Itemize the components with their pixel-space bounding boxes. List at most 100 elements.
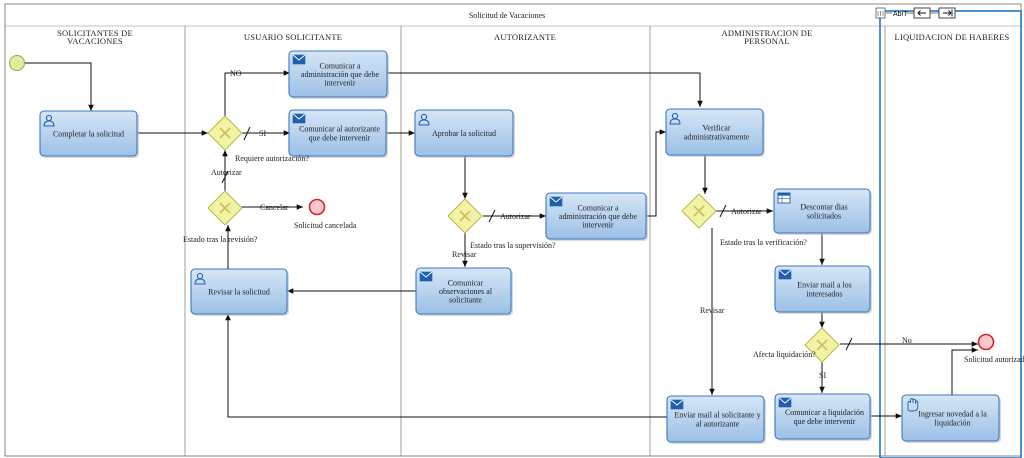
- trash-icon[interactable]: [875, 7, 886, 19]
- text-line: interesados: [807, 289, 843, 298]
- gateway-g-afecta[interactable]: Afecta liquidación?: [753, 327, 840, 363]
- user-icon: [43, 114, 55, 127]
- task-box[interactable]: [190, 268, 288, 315]
- text-line: administrativamente: [684, 132, 750, 141]
- text-line: Enviar mail a los: [797, 281, 851, 290]
- flow-comadmin-verificar: [387, 72, 703, 107]
- gateway-label: Estado tras la revisión?: [183, 235, 258, 244]
- envelope-icon: [292, 113, 306, 124]
- flow-ingresar-end: [951, 347, 978, 395]
- text-line: Comunicar a: [577, 203, 619, 212]
- label-si: SI: [259, 129, 266, 138]
- task-box[interactable]: [39, 110, 138, 157]
- text-line: Completar la solicitud: [53, 130, 124, 139]
- text-line: solicitante: [449, 296, 482, 305]
- envelope-icon: [778, 397, 792, 408]
- hand-icon: [907, 398, 919, 412]
- event-label: Solicitud cancelada: [294, 221, 357, 230]
- envelope-icon: [670, 399, 684, 410]
- text-line: intervenir: [582, 221, 613, 230]
- text-line: que debe intervenir: [794, 417, 856, 426]
- label-revisar: Revisar: [452, 250, 477, 259]
- arrow-left-icon[interactable]: [913, 7, 931, 19]
- task-box[interactable]: [666, 395, 765, 443]
- exclusive-x-icon: [816, 339, 828, 351]
- lane-title: USUARIO SOLICITANTE: [244, 32, 342, 42]
- text-line: Descontar dias: [800, 203, 847, 212]
- text-line: que debe intervenir: [309, 133, 371, 142]
- user-icon: [194, 272, 206, 285]
- table-icon: [777, 192, 791, 204]
- lane-title: LIQUIDACION DE HABERES: [895, 32, 1010, 42]
- exclusive-x-icon: [693, 205, 705, 217]
- text-line: liquidación: [935, 418, 971, 427]
- text-line: Aprobar la solicitud: [432, 129, 496, 138]
- text-line: Comunicar al autorizante: [299, 125, 380, 134]
- label-no: NO: [230, 69, 242, 78]
- task-box[interactable]: [773, 188, 871, 234]
- label-autorizar-3: Autorizar: [731, 207, 762, 216]
- task-aprobar[interactable]: Aprobar la solicitud: [414, 109, 515, 158]
- end-event-end-cancelada[interactable]: Solicitud cancelada: [294, 198, 357, 231]
- task-box[interactable]: [288, 50, 388, 98]
- text-line: Ingresar novedad a la: [918, 410, 987, 419]
- task-box[interactable]: [414, 109, 514, 157]
- label-autorizar: Autorizar: [211, 168, 242, 177]
- lane-title: VACACIONES: [67, 36, 123, 46]
- label-si-2: SI: [819, 371, 826, 380]
- task-box[interactable]: [545, 192, 647, 240]
- gateway-g-requiere[interactable]: Requiere autorización?: [207, 115, 309, 163]
- flow-g1-no: [224, 70, 290, 116]
- gateway-label: Requiere autorización?: [235, 154, 309, 163]
- text-line: observaciones al: [439, 287, 493, 296]
- task-box[interactable]: [901, 394, 1000, 442]
- lane-liquidacion: LIQUIDACION DE HABERES: [895, 32, 1010, 42]
- task-enviar-mail-sol[interactable]: Enviar mail al solicitante yal autorizan…: [666, 395, 766, 444]
- start-event[interactable]: [9, 55, 25, 71]
- text-line: Verificar: [703, 124, 731, 133]
- gateway-label: Estado tras la supervisión?: [470, 241, 556, 250]
- gateway-g-revision[interactable]: Estado tras la revisión?: [183, 190, 258, 244]
- task-revisar[interactable]: Revisar la solicitud: [190, 268, 289, 316]
- text-line: Revisar la solicitud: [208, 288, 270, 297]
- end-event-end-autorizada[interactable]: Solicitud autorizada: [964, 333, 1024, 365]
- sequence-flows: [25, 62, 978, 419]
- lane-title: ADMINISTRACION DE: [722, 28, 813, 38]
- flow-enviarmailsol-revisar: [225, 314, 667, 418]
- label-revisar-2: Revisar: [700, 306, 725, 315]
- label-autorizar-2: Autorizar: [500, 212, 531, 221]
- flow-start-completar: [25, 62, 94, 111]
- text-line: intervenir: [324, 79, 355, 88]
- gateway-g-supervision[interactable]: Estado tras la supervisión?: [447, 198, 556, 250]
- task-box[interactable]: [288, 109, 387, 157]
- gateway-label: Afecta liquidación?: [753, 350, 816, 359]
- task-box[interactable]: [415, 267, 512, 315]
- task-completar[interactable]: Completar la solicitud: [39, 110, 139, 158]
- envelope-icon: [549, 196, 563, 207]
- text-line: Comunicar a: [319, 61, 361, 70]
- exclusive-x-icon: [459, 210, 471, 222]
- text-line: solicitados: [807, 211, 841, 220]
- envelope-icon: [778, 269, 792, 280]
- lane-autorizante: AUTORIZANTE: [494, 32, 556, 42]
- task-box[interactable]: [665, 108, 764, 156]
- flow-comadmin2-verificar: [646, 129, 666, 217]
- gateway-g-verificacion[interactable]: Estado tras la verificación?: [681, 193, 807, 247]
- event-label: Solicitud autorizada: [964, 355, 1024, 364]
- task-box[interactable]: [774, 265, 871, 313]
- user-icon: [418, 113, 430, 126]
- arrow-right-icon[interactable]: [938, 7, 956, 19]
- task-box[interactable]: [774, 393, 871, 440]
